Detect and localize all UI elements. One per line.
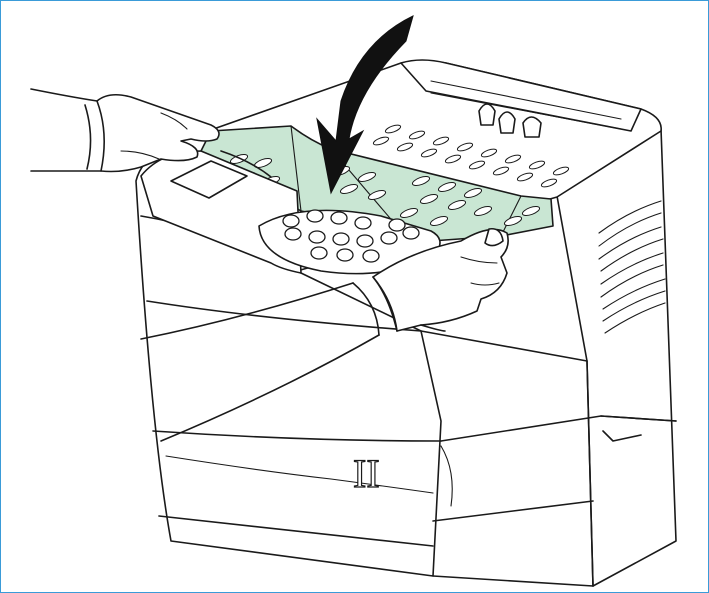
forearms xyxy=(140,150,446,442)
panel-button xyxy=(330,211,348,225)
paper-guide-roller xyxy=(478,103,496,126)
lcd-display xyxy=(170,160,248,199)
panel-button xyxy=(284,227,302,241)
panel-button xyxy=(362,249,380,263)
panel-button xyxy=(356,234,374,248)
top-cover xyxy=(200,124,570,242)
right-hand-lower xyxy=(352,227,509,336)
panel-button xyxy=(332,232,350,246)
printer-body: II xyxy=(135,60,677,587)
panel-button xyxy=(402,226,420,240)
panel-button xyxy=(282,214,300,228)
tray-ribs xyxy=(372,124,570,188)
paper-guide-roller xyxy=(498,111,516,134)
panel-button xyxy=(388,218,406,232)
panel-button xyxy=(308,230,326,244)
panel-button xyxy=(306,209,324,223)
paper-output-slot xyxy=(400,59,642,138)
paper-guide-roller xyxy=(522,116,542,138)
panel-button xyxy=(354,216,372,230)
close-direction-arrow-icon xyxy=(316,15,414,195)
vent-grille xyxy=(598,200,666,334)
panel-button xyxy=(380,231,398,245)
panel-button xyxy=(336,248,354,262)
thumbnail xyxy=(484,227,504,247)
left-hand-upper xyxy=(30,88,220,173)
panel-button xyxy=(310,246,328,260)
panel-buttons xyxy=(282,209,420,263)
tray-label: II xyxy=(353,451,380,496)
